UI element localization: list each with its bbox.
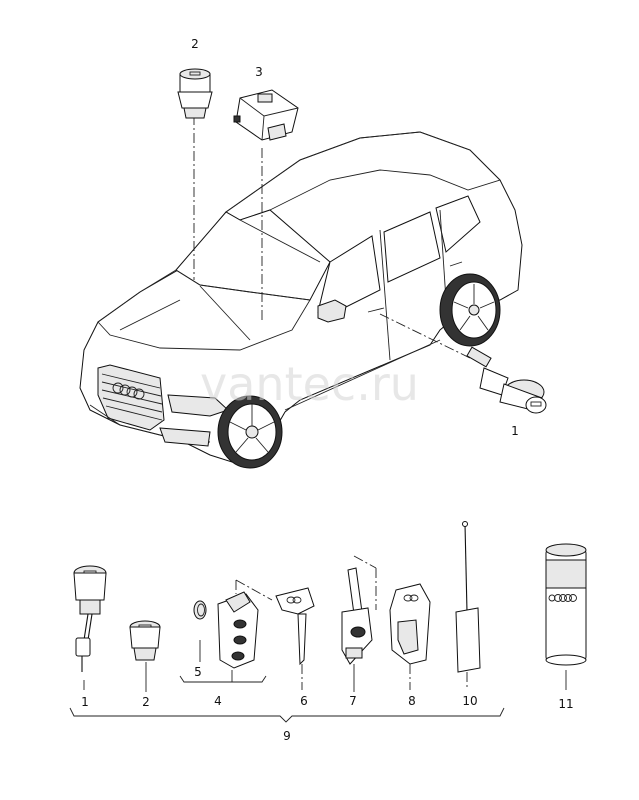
part-7-folding-key [341, 555, 377, 665]
part-1-door-lock-cylinder [466, 346, 547, 414]
callout-9: 9 [283, 729, 291, 743]
part-11-spray-can [545, 543, 587, 690]
part-8-remote-shell [389, 583, 431, 690]
four-rings-logo [554, 594, 577, 602]
part-6-key-blade [275, 587, 315, 690]
callout-8: 8 [408, 694, 416, 708]
part-1-lock-with-cable [73, 565, 107, 690]
grille-rings-logo [112, 382, 145, 400]
callout-labels: 2 3 1 1 2 5 4 6 7 8 10 11 9 [81, 37, 573, 743]
callout-2: 2 [142, 695, 150, 709]
callout-1: 1 [81, 695, 89, 709]
part-2-ignition-lock-bottom [129, 620, 161, 661]
callout-2-top: 2 [191, 37, 199, 51]
callout-11: 11 [558, 697, 573, 711]
part-3-control-unit [233, 89, 299, 141]
callout-10: 10 [462, 694, 477, 708]
callout-4: 4 [214, 694, 222, 708]
part-5-battery [193, 600, 207, 620]
rear-wheel [439, 273, 501, 347]
part-2-ignition-lock [177, 68, 213, 119]
part-10-transmitter-card [455, 521, 481, 690]
vehicle-illustration [79, 131, 523, 469]
callout-3-top: 3 [255, 65, 263, 79]
watermark-text: vantec.ru [200, 357, 419, 411]
leader-line-1 [379, 313, 471, 359]
callout-7: 7 [349, 694, 357, 708]
callout-1-car: 1 [511, 424, 519, 438]
callout-5: 5 [194, 665, 202, 679]
bracket-9 [69, 707, 505, 723]
callout-6: 6 [300, 694, 308, 708]
bracket-4 [179, 675, 267, 683]
part-4-remote-key [217, 579, 273, 669]
front-wheel [217, 395, 283, 469]
